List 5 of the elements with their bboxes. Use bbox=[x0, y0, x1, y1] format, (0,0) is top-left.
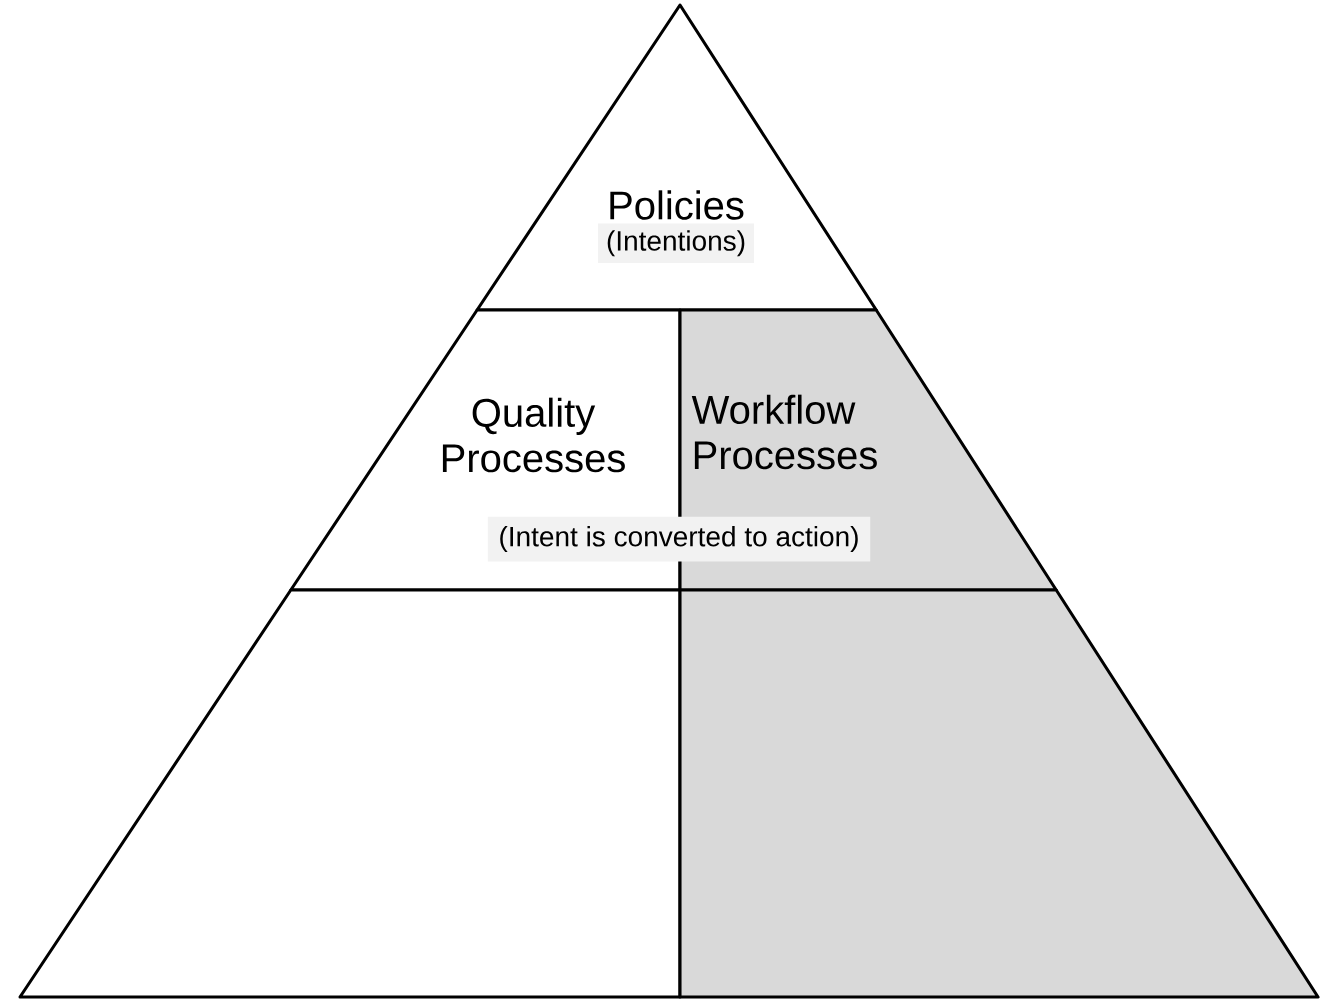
section-title: Workflow Processes bbox=[691, 394, 877, 470]
note-tag: (Intent is converted to action) bbox=[487, 516, 871, 562]
subtitle-tag: (Intentions) bbox=[597, 223, 755, 263]
section-title: Policies bbox=[610, 190, 744, 220]
section-title: Quality Processes bbox=[442, 397, 625, 473]
